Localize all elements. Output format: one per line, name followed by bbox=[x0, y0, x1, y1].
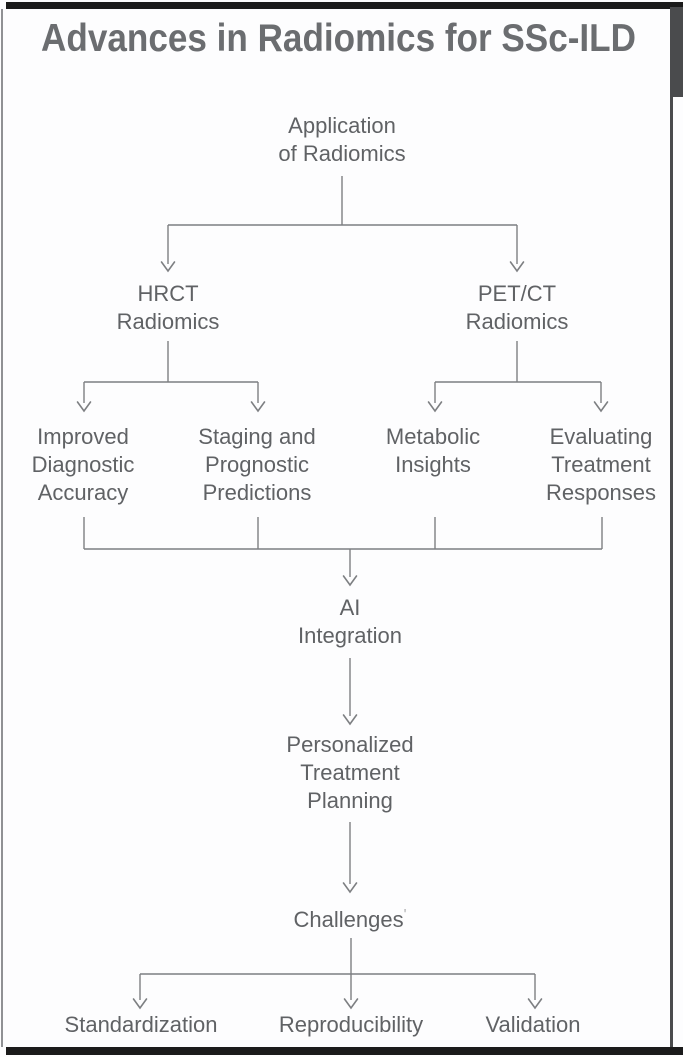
node-validation: Validation bbox=[485, 1012, 581, 1037]
branch-challenges-to-items bbox=[132, 938, 543, 1010]
node-challenges-label: Challenges bbox=[293, 907, 404, 932]
arrow-personalized-to-challenges bbox=[342, 822, 358, 894]
node-standardization: Standardization bbox=[64, 1012, 218, 1037]
frame-top-bar bbox=[6, 2, 683, 9]
node-staging-prognostic-predictions: Staging and Prognostic Predictions bbox=[198, 424, 316, 505]
node-personalized-treatment-planning: Personalized Treatment Planning bbox=[286, 732, 414, 813]
frame-left-border bbox=[1, 9, 3, 1047]
challenges-artifact-mark: ' bbox=[403, 906, 407, 923]
node-challenges: Challenges' bbox=[294, 901, 407, 934]
node-hrct-radiomics: HRCT Radiomics bbox=[116, 281, 220, 334]
branch-hrct-to-outcomes bbox=[76, 341, 266, 413]
page-title: Advances in Radiomics for SSc-ILD bbox=[0, 16, 678, 62]
node-ai-integration: AI Integration bbox=[298, 595, 402, 648]
frame-right-shadow bbox=[670, 7, 683, 97]
node-petct-radiomics: PET/CT Radiomics bbox=[465, 281, 569, 334]
page-title-text: Advances in Radiomics for SSc-ILD bbox=[41, 17, 637, 60]
frame-bottom-bar bbox=[6, 1047, 683, 1055]
node-evaluating-treatment-responses: Evaluating Treatment Responses bbox=[545, 424, 657, 505]
node-metabolic-insights: Metabolic Insights bbox=[385, 424, 481, 477]
node-improved-diagnostic-accuracy: Improved Diagnostic Accuracy bbox=[31, 424, 135, 505]
frame-right-border bbox=[670, 7, 673, 1047]
arrow-ai-to-personalized bbox=[342, 658, 358, 726]
branch-application-to-modalities bbox=[160, 176, 525, 273]
merge-outcomes-to-ai bbox=[83, 517, 603, 587]
node-application-of-radiomics: Application of Radiomics bbox=[278, 113, 406, 166]
branch-petct-to-outcomes bbox=[427, 341, 609, 413]
node-reproducibility: Reproducibility bbox=[278, 1012, 424, 1037]
